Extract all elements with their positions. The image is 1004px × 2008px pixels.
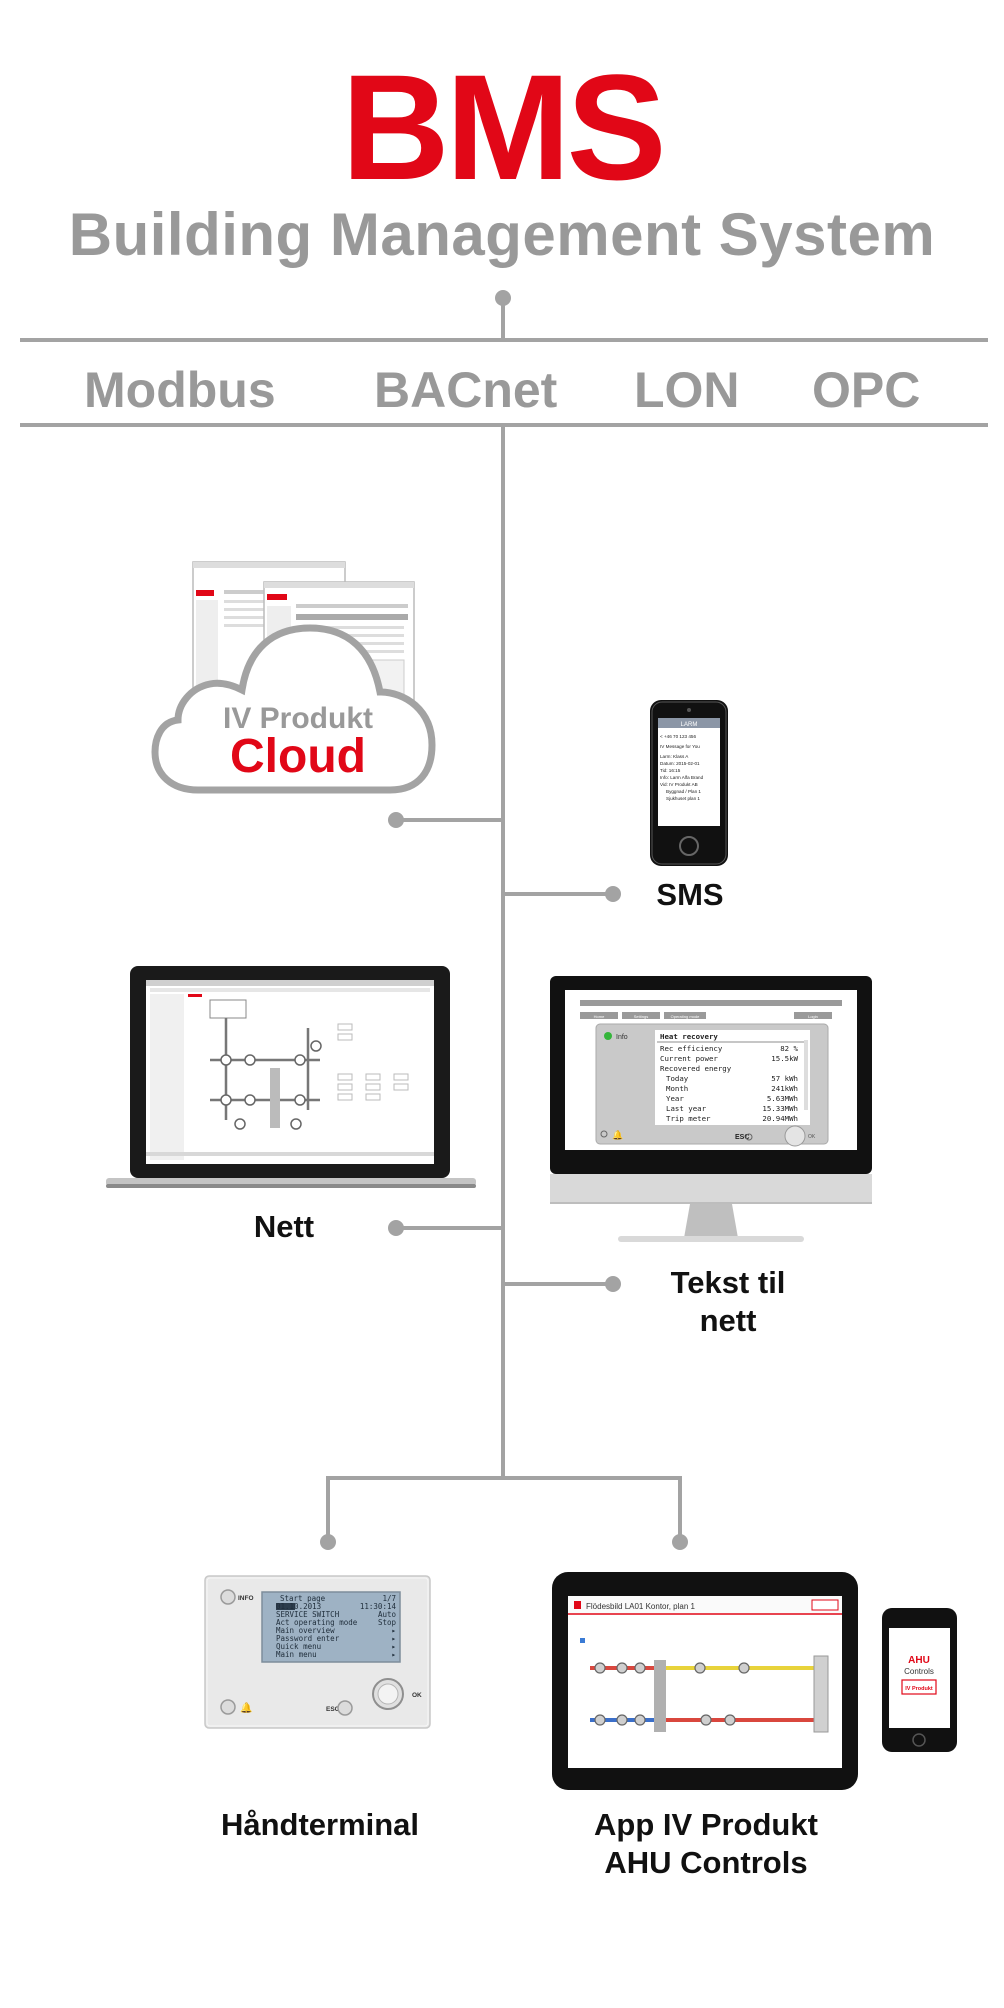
lcd-line-right: ▸ bbox=[391, 1634, 396, 1643]
bell-icon[interactable]: 🔔 bbox=[612, 1130, 623, 1141]
monitor-row-value: 15.5kW bbox=[771, 1054, 798, 1063]
lcd-line-left: Start page bbox=[280, 1594, 326, 1603]
hand-terminal-node: INFO Start page 1/7 01.10.2013 11:30:14 … bbox=[204, 1575, 431, 1729]
menu-icon[interactable] bbox=[574, 1601, 581, 1609]
protocol-opc: OPC bbox=[812, 362, 921, 418]
monitor-row-value: 5.63MWh bbox=[767, 1094, 798, 1103]
monitor-row-value: 241kWh bbox=[771, 1084, 798, 1093]
monitor-row-label: Last year bbox=[666, 1104, 707, 1113]
lcd-line-right: ▸ bbox=[391, 1642, 396, 1651]
bell-icon: 🔔 bbox=[240, 1702, 252, 1714]
alarm-button[interactable] bbox=[220, 1699, 236, 1715]
monitor-row-label: Recovered energy bbox=[660, 1064, 732, 1073]
tablet-title: Flödesbild LA01 Kontor, plan 1 bbox=[586, 1602, 696, 1611]
page-subtitle: Building Management System bbox=[68, 201, 936, 268]
info-led-icon bbox=[604, 1032, 612, 1040]
sms-line: Byggnad / Plan 1 bbox=[666, 789, 701, 794]
lcd-line-right: Auto bbox=[378, 1610, 397, 1619]
sms-line: Tid: 16:15 bbox=[660, 768, 681, 773]
monitor-stand bbox=[684, 1204, 738, 1238]
monitor-tab-settings[interactable]: Settings bbox=[634, 1014, 648, 1019]
monitor-row-label: Month bbox=[666, 1084, 688, 1093]
app-node: Flödesbild LA01 Kontor, plan 1 AHU Contr… bbox=[552, 1572, 957, 1790]
page-title: BMS bbox=[341, 43, 666, 211]
nett-label: Nett bbox=[253, 1209, 315, 1244]
phone-app-logo-text: IV Produkt bbox=[905, 1686, 933, 1692]
info-button-label: INFO bbox=[238, 1595, 254, 1602]
monitor-row-value: 82 % bbox=[780, 1044, 798, 1053]
sms-label: SMS bbox=[656, 877, 724, 912]
monitor-row-label: Year bbox=[666, 1094, 684, 1103]
lcd-line-left: Password enter bbox=[276, 1634, 340, 1643]
phone-app-text1: AHU bbox=[908, 1655, 930, 1666]
sms-line: IV Message for You bbox=[660, 744, 700, 749]
phone-home-button bbox=[679, 836, 699, 856]
monitor-row-label: Current power bbox=[660, 1054, 718, 1063]
lcd-line-left: Main menu bbox=[276, 1650, 317, 1659]
sms-screen-lines: < +46 70 123 456 IV Message for You Larm… bbox=[660, 734, 704, 801]
monitor-row-value: 15.33MWh bbox=[762, 1104, 798, 1113]
lcd-line-left: Quick menu bbox=[276, 1642, 321, 1651]
lcd-line-left: Act operating mode bbox=[276, 1618, 358, 1627]
sms-line: < +46 70 123 456 bbox=[660, 734, 696, 739]
phone-app-text2: Controls bbox=[904, 1667, 934, 1676]
lcd-line-right: 1/7 bbox=[382, 1594, 396, 1603]
monitor-tab-home[interactable]: Home bbox=[594, 1014, 605, 1019]
cloud-label-line1: IV Produkt bbox=[223, 702, 373, 735]
monitor-row-label: Today bbox=[666, 1074, 689, 1083]
handterminal-label: Håndterminal bbox=[220, 1807, 420, 1842]
cloud-node: IV Produkt Cloud bbox=[151, 561, 436, 794]
lcd-line-left: 01.10.2013 bbox=[276, 1602, 321, 1611]
info-button[interactable] bbox=[220, 1589, 236, 1605]
lcd-line-right: ▸ bbox=[391, 1626, 396, 1635]
sms-line: Info: Larm Alfa Brand bbox=[660, 775, 704, 780]
protocol-bacnet: BACnet bbox=[374, 362, 558, 418]
sms-line: Larm: Klass A bbox=[660, 754, 689, 759]
tekst-label-line2: nett bbox=[699, 1303, 757, 1338]
lcd-line-right: 11:30:14 bbox=[360, 1602, 397, 1611]
monitor-tab-login[interactable]: Login bbox=[808, 1014, 818, 1019]
monitor-row-label: Rec efficiency bbox=[660, 1044, 723, 1053]
monitor-tab-operating-mode[interactable]: Operating mode bbox=[671, 1014, 700, 1019]
connector-dots bbox=[320, 290, 688, 1550]
protocol-modbus: Modbus bbox=[84, 362, 276, 418]
tablet-logo bbox=[811, 1599, 839, 1611]
lcd-line-left: Main overview bbox=[276, 1626, 335, 1635]
cloud-label-line2: Cloud bbox=[230, 730, 366, 783]
app-label-line1: App IV Produkt bbox=[594, 1807, 818, 1842]
sms-line: Sjukhuset plan 1 bbox=[666, 796, 700, 801]
sms-line: Vid: IV Produkt AB bbox=[660, 782, 698, 787]
tekst-label-line1: Tekst til bbox=[670, 1265, 786, 1300]
app-label-line2: AHU Controls bbox=[604, 1845, 808, 1880]
monitor-tab-bar: Home Settings Operating mode Login bbox=[580, 1012, 832, 1019]
monitor-info-label: Info bbox=[616, 1034, 628, 1041]
monitor-row-value: 57 kWh bbox=[771, 1074, 798, 1083]
sms-line: Datum: 2015-02-01 bbox=[660, 761, 700, 766]
sms-screen-header: LARM bbox=[681, 722, 698, 728]
monitor-row-label: Trip meter bbox=[666, 1114, 711, 1123]
esc-button[interactable] bbox=[337, 1700, 353, 1716]
lcd-line-left: SERVICE SWITCH bbox=[276, 1610, 340, 1619]
ok-knob-label: OK bbox=[412, 1692, 422, 1699]
cloud-icon bbox=[151, 624, 436, 794]
laptop-node bbox=[106, 966, 476, 1188]
monitor-info-dot bbox=[600, 1130, 608, 1138]
esc-button-label: ESC bbox=[326, 1706, 340, 1713]
sms-phone: LARM < +46 70 123 456 IV Message for You… bbox=[650, 700, 728, 866]
phone-app-logo bbox=[901, 1679, 937, 1695]
monitor-ok-knob[interactable] bbox=[784, 1125, 806, 1147]
protocol-lon: LON bbox=[634, 362, 740, 418]
monitor-ok-label: OK bbox=[808, 1134, 816, 1140]
monitor-row-value: 20.94MWh bbox=[762, 1114, 798, 1123]
monitor-node: Home Settings Operating mode Login Info … bbox=[550, 976, 872, 1242]
connector-lines bbox=[20, 298, 988, 1542]
monitor-table-title: Heat recovery bbox=[660, 1032, 718, 1041]
monitor-esc-button[interactable]: ESC bbox=[735, 1134, 749, 1141]
lcd-line-right: ▸ bbox=[391, 1650, 396, 1659]
lcd-line-right: Stop bbox=[378, 1618, 397, 1627]
